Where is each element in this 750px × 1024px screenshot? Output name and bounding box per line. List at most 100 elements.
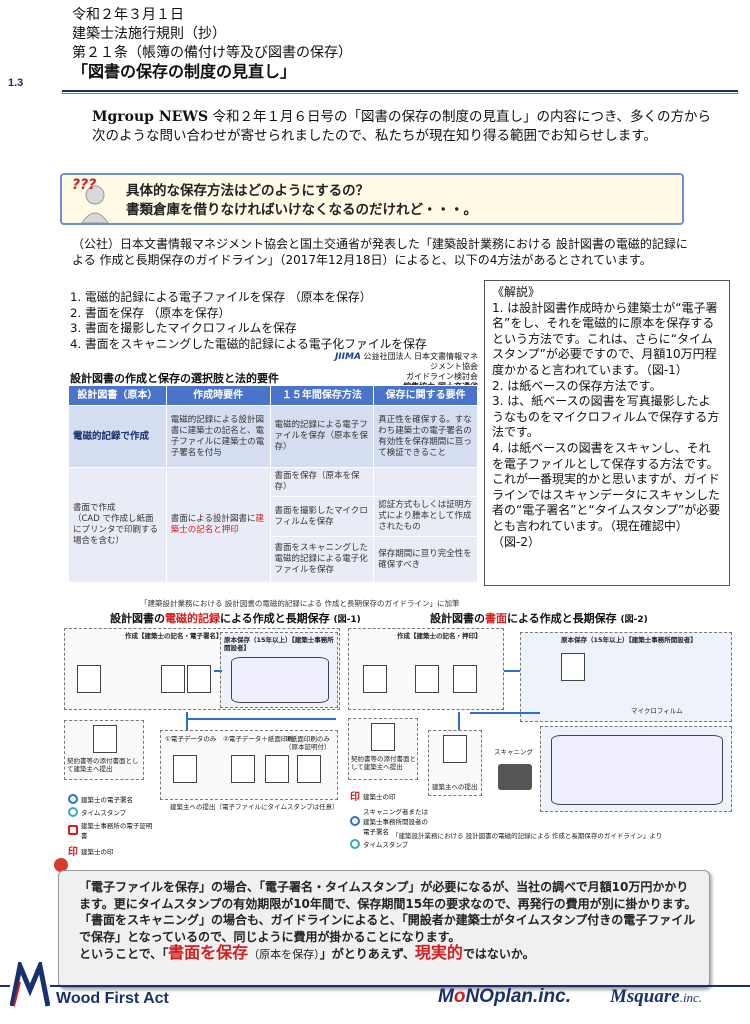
footer-monoplan-logo: MoNOplan.inc. — [438, 986, 572, 1007]
page-sub-number: .3 — [14, 77, 24, 89]
page-number: 1.3 — [8, 77, 24, 89]
requirements-table: 設計図書（原本） 作成時要件 １５年間保存方法 保存に関する要件 電磁的記録で作… — [68, 385, 478, 583]
table-note: 「建築設計業務における 設計図書の電磁的記録による 作成と長期保存のガイドライン… — [140, 599, 460, 608]
table-cell: 保存期間に亘り完全性を確保すべき — [373, 536, 478, 583]
methods-list: 1. 電磁的記録による電子ファイルを保存 （原本を保存） 2. 書面を保存 （原… — [70, 290, 490, 352]
legend-item: スキャニング者または建築士事務所開設者の電子署名 — [350, 806, 440, 836]
document-icon — [93, 725, 117, 753]
footer-rule — [0, 985, 750, 987]
figure-1-options-box: ①電子データのみ ②電子データ＋紙面印刷 ③紙面印刷のみ（原本証明付） — [160, 730, 338, 800]
summary-highlight: 現実的 — [414, 943, 463, 962]
question-line-2: 書類倉庫を借りなければいけなくなるのだけれど・・・。 — [126, 202, 477, 218]
table-row: 書面をスキャニングした電磁的記録による電子化ファイルを保存 保存期間に亘り完全性… — [69, 536, 478, 583]
document-icon — [297, 755, 321, 783]
figure-2-micro-label: マイクロフィルム — [631, 707, 683, 715]
explanation-line: 3. は、紙ベースの図書を写真撮影したようなものをマイクロフィルムで保存する方法… — [492, 394, 720, 440]
flow-arrow — [186, 712, 188, 730]
question-box: ??? 具体的な保存方法はどのようにするの？ 書類倉庫を借りなければいけなくなる… — [60, 173, 684, 225]
scanner-icon — [498, 764, 532, 790]
explanation-box: 《解説》 1. は設計図書作成時から建築士が“電子署名”をし、それを電磁的に原本… — [484, 280, 730, 586]
figure-1-number: (図-1) — [333, 615, 361, 625]
figure-2-title: 設計図書の書面による作成と長期保存 (図-2) — [430, 612, 648, 625]
table-title: 設計図書の作成と保存の選択肢と法的要件 — [70, 372, 279, 385]
table-cell: 真正性を確保する。すなわち建築士の電子署名の有効性を保存期間に亘って検証できるこ… — [373, 405, 478, 468]
header-rule-thin — [62, 93, 738, 94]
header-law: 建築士法施行規則（抄） — [72, 26, 226, 42]
figure-1-option: ②電子データ＋紙面印刷 — [223, 735, 294, 743]
figure-1-keep-label: 原本保存（15年以上）【建築士事務所開設者】 — [224, 636, 334, 652]
legend-item: 建築士事務所の電子証明書 — [68, 820, 158, 840]
summary-highlight: 書面を保存 — [168, 943, 249, 962]
certificate-icon — [68, 825, 78, 835]
table-cell-red: 建築士の記名と押印 — [170, 514, 265, 535]
figure-1-keep-box: 原本保存（15年以上）【建築士事務所開設者】 — [220, 632, 338, 708]
table-cell: 書面による設計図書に建築士の記名と押印 — [165, 467, 271, 583]
method-item: 2. 書面を保存 （原本を保存） — [70, 305, 231, 320]
figure-2-create-box: 作成【建築士の記名・押印】 — [348, 628, 504, 710]
legend-item: タイムスタンプ — [68, 807, 158, 817]
header-date: 令和２年３月１日 — [72, 7, 184, 23]
table-cell: 書面で作成 （CAD で作成し紙面にプリンタで印刷する場合を含む） — [68, 467, 167, 583]
figure-2-caption: 「建築設計業務における 設計図書の電磁的記録による 作成と長期保存のガイドライン… — [392, 832, 663, 840]
pin-icon — [54, 858, 68, 872]
method-item: 3. 書面を撮影したマイクロフィルムを保存 — [70, 321, 297, 336]
question-marks: ??? — [72, 177, 97, 193]
figure-2-submit-box: 建築主への提出 — [428, 730, 482, 796]
timestamp-icon — [350, 839, 360, 849]
document-icon — [371, 723, 395, 751]
footer-wood-first-act: Wood First Act — [56, 990, 169, 1007]
document-icon — [453, 665, 477, 693]
storage-cylinder-icon — [551, 735, 723, 805]
jiima-org: 公益社団法人 日本文書情報マネジメント協会 — [363, 352, 478, 371]
table-cell-sub: （CAD で作成し紙面にプリンタで印刷する場合を含む） — [73, 514, 159, 546]
legend-item: タイムスタンプ — [350, 839, 440, 849]
figure-1-option: ①電子データのみ — [165, 735, 217, 743]
table-header: 設計図書（原本） — [68, 385, 167, 406]
intro-text: 令和２年１月６日号の「図書の保存の制度の見直し」の内容につき、多くの方から次のよ… — [92, 109, 712, 144]
figure-1-contract-box: 契約書等の添付書面として建築主へ提出 — [64, 720, 144, 780]
explanation-line: 1. は設計図書作成時から建築士が“電子署名”をし、それを電磁的に原本を保存する… — [492, 300, 718, 377]
flow-arrow — [504, 670, 520, 672]
figure-2-keep-box: 原本保存（15年以上）【建築士事務所開設者】 マイクロフィルム — [520, 632, 732, 722]
figure-1-create-label: 作成【建築士の記名・電子署名】 — [125, 632, 223, 640]
summary-paragraph: 「書面をスキャニング」の場合も、ガイドラインによると、「開設者か建築士がタイムス… — [79, 913, 696, 944]
explanation-line: 2. は紙ベースの保存方法です。 — [492, 378, 662, 393]
question-line-1: 具体的な保存方法はどのようにするの？ — [126, 183, 370, 199]
question-text: 具体的な保存方法はどのようにするの？ 書類倉庫を借りなければいけなくなるのだけれ… — [126, 182, 477, 220]
figure-2-legend: 印建築士の印 スキャニング者または建築士事務所開設者の電子署名 タイムスタンプ — [350, 788, 440, 852]
table-cell-title: 書面で作成 — [73, 503, 116, 513]
figure-2-number: (図-2) — [620, 615, 648, 625]
figure-1-caption: 建築主への提出（電子ファイルにタイムスタンプは任意） — [170, 803, 339, 811]
table-cell: 書面をスキャニングした電磁的記録による電子化ファイルを保存 — [269, 536, 375, 583]
figure-1-title-red: 電磁的記録 — [165, 612, 220, 625]
table-cell: 電磁的記録による設計図書に建築士の記名と、電子ファイルに建築士の電子署名を付与 — [165, 405, 271, 468]
table-header: 保存に関する要件 — [373, 385, 478, 406]
document-icon — [173, 755, 197, 783]
intro-paragraph: Mgroup NEWS 令和２年１月６日号の「図書の保存の制度の見直し」の内容に… — [92, 108, 722, 146]
jiima-logo: JIIMA — [334, 352, 361, 362]
document-icon — [415, 665, 439, 693]
document-icon — [265, 755, 289, 783]
jiima-line-2: ガイドライン検討会 — [406, 372, 478, 381]
timestamp-icon — [68, 807, 78, 817]
intro-brand: Mgroup NEWS — [92, 109, 209, 125]
figure-2-submit-label: 建築主への提出 — [432, 783, 478, 791]
document-icon — [187, 665, 211, 693]
table-cell — [373, 467, 478, 497]
method-item: 4. 書面をスキャニングした電磁的記録による電子化ファイルを保存 — [70, 336, 427, 351]
figure-2-keep-label: 原本保存（15年以上）【建築士事務所開設者】 — [561, 636, 697, 644]
seal-icon: 印 — [350, 792, 360, 803]
document-icon — [161, 665, 185, 693]
figure-2-scan-label: スキャニング — [494, 748, 533, 756]
table-header: １５年間保存方法 — [269, 385, 375, 406]
table-header: 作成時要件 — [165, 385, 271, 406]
document-icon — [231, 755, 255, 783]
figure-1-legend: 建築士の電子署名 タイムスタンプ 建築士事務所の電子証明書 印建築士の印 — [68, 794, 158, 861]
figure-2-contract-label: 契約書等の添付書面として建築主へ提出 — [351, 755, 416, 771]
table-cell: 認証方式もしくは証明方式により謄本として作成されたもの — [373, 496, 478, 537]
electronic-signature-icon — [68, 794, 78, 804]
method-item: 1. 電磁的記録による電子ファイルを保存 （原本を保存） — [70, 290, 372, 304]
explanation-line: 4. は紙ベースの図書をスキャンし、それを電子ファイルとして保存する方法です。こ… — [492, 440, 721, 549]
thinking-person-icon: ??? — [68, 177, 122, 224]
document-icon — [363, 665, 387, 693]
